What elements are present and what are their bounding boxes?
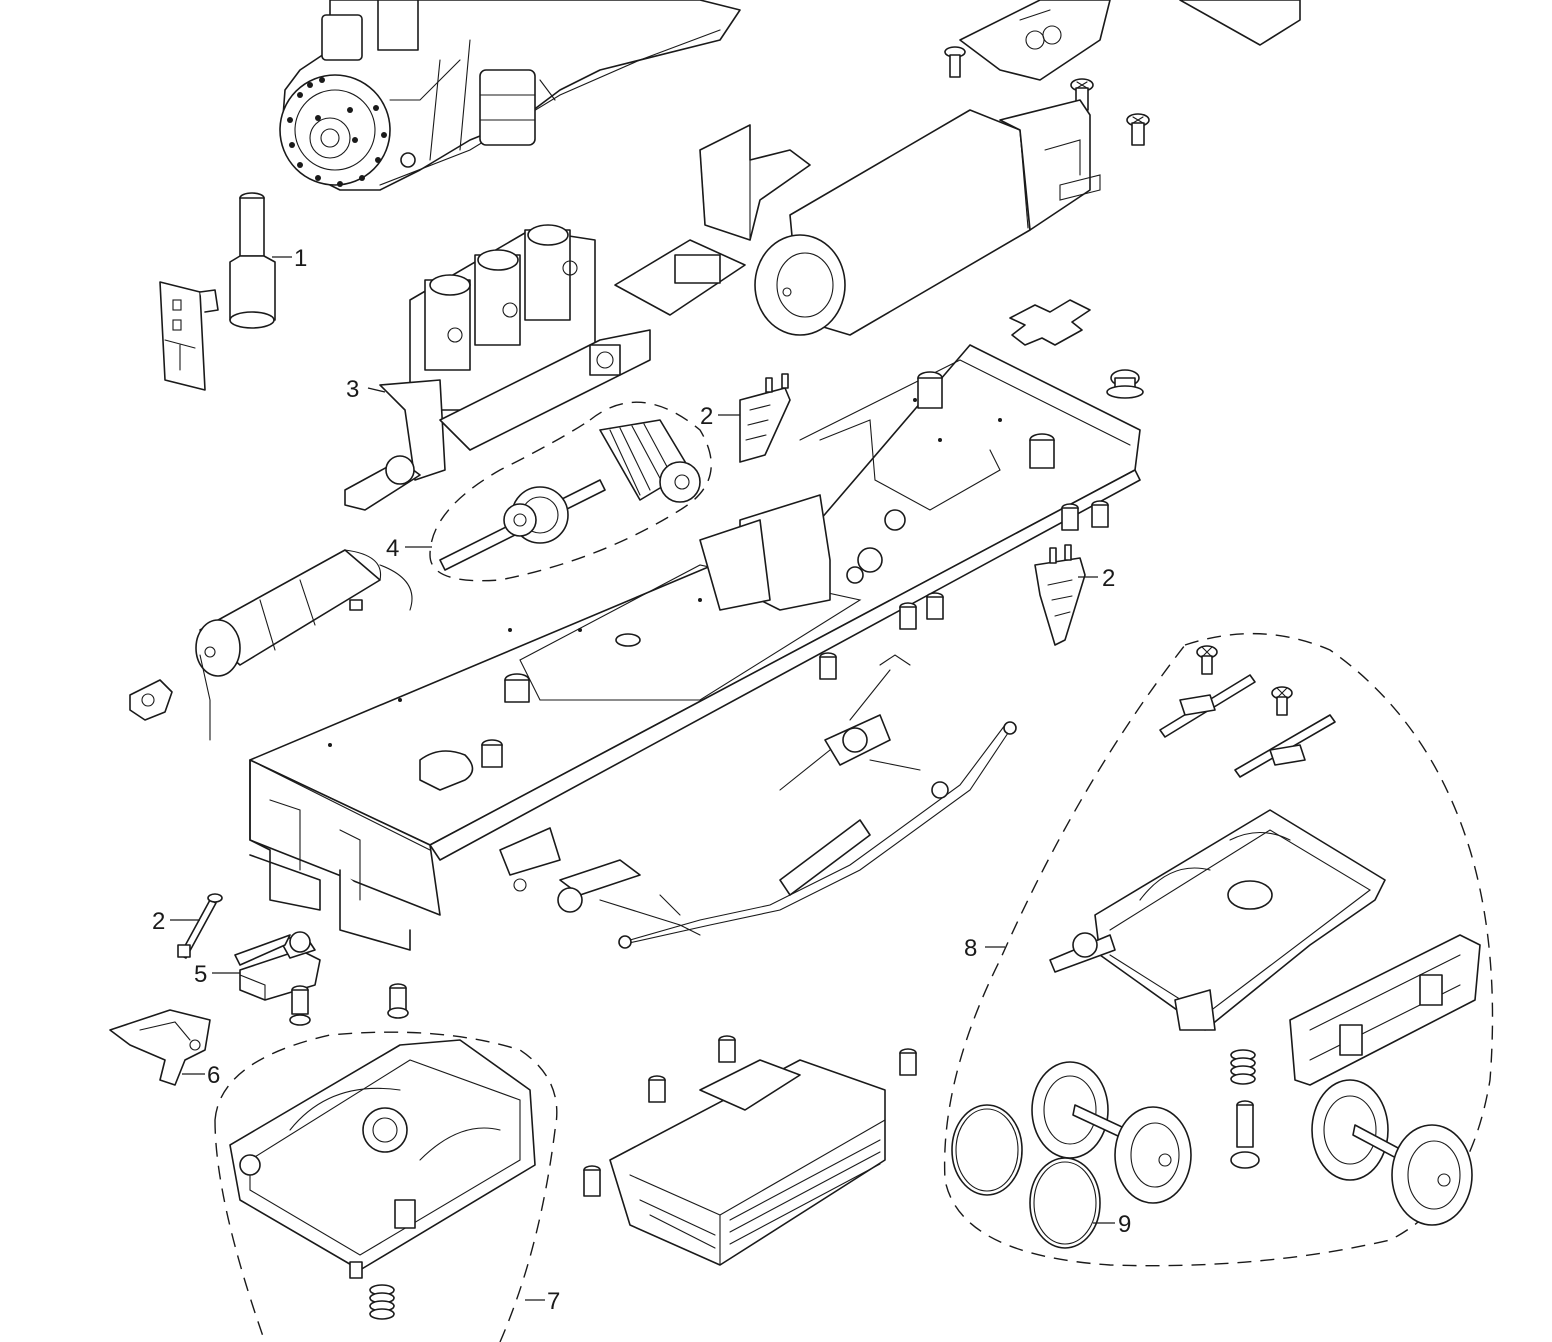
part-9-tyre-rings	[951, 1104, 1101, 1249]
part-6-coupler-hook	[109, 1009, 211, 1086]
callout-9: 9	[1118, 1211, 1131, 1238]
top-cover-plate	[959, 0, 1111, 81]
post-b	[1091, 500, 1109, 528]
callout-labels: 1 2 2 2 3 4 5 6 7 8 9	[152, 245, 1131, 1315]
part-1-clip-bracket	[159, 281, 219, 391]
post-e	[819, 652, 837, 680]
bogie-spring-front	[369, 1284, 395, 1320]
air-tank	[195, 549, 413, 741]
spur-gear-shaft	[439, 479, 606, 571]
boiler-smokebox-assembly	[279, 0, 741, 191]
part-2-pin	[177, 893, 223, 959]
post-a	[1061, 503, 1079, 531]
callout-2-upper: 2	[700, 403, 713, 430]
truck-spring	[1230, 1049, 1256, 1085]
top-right-plate	[1179, 0, 1301, 46]
wheelset-right	[1311, 1079, 1473, 1226]
part-2-bracket-upper	[739, 373, 791, 463]
post-k	[583, 1165, 601, 1197]
motor-bracket	[699, 124, 811, 241]
part-4-gear-group	[429, 401, 712, 582]
brake-rigging	[499, 654, 1017, 949]
mounting-posts	[819, 500, 1109, 680]
small-post-right	[1106, 369, 1144, 399]
main-chassis-frame	[249, 344, 1141, 951]
part-7-bogie-group	[214, 1031, 558, 1342]
post-j	[899, 1048, 917, 1076]
wheelset-left	[1031, 1061, 1192, 1204]
post-d	[926, 592, 944, 620]
post-c	[899, 602, 917, 630]
part-1-post	[229, 192, 276, 329]
part-3-cylinder-assembly	[344, 224, 651, 511]
callout-4: 4	[386, 535, 399, 562]
screw-top-3	[1126, 113, 1150, 146]
screw-top-1	[944, 46, 966, 78]
callout-2-right: 2	[1102, 565, 1115, 592]
part-8-truck-group	[943, 632, 1494, 1267]
post-g	[387, 983, 409, 1019]
post-h	[718, 1035, 736, 1063]
leader-lines	[170, 256, 1115, 1301]
truck-frame	[1049, 809, 1386, 1031]
circuit-plate	[614, 239, 746, 316]
callout-1: 1	[294, 245, 307, 272]
callout-6: 6	[207, 1062, 220, 1089]
post-f	[289, 985, 311, 1026]
truck-screws-and-links	[1159, 645, 1336, 778]
cross-plate	[1009, 299, 1091, 346]
small-valve	[129, 679, 173, 721]
bogie-frame	[229, 1039, 536, 1279]
motor-assembly	[754, 99, 1101, 336]
worm-gear	[599, 419, 701, 503]
callout-2-left: 2	[152, 908, 165, 935]
callout-3: 3	[346, 376, 359, 403]
post-i	[648, 1075, 666, 1103]
truck-pivot-pin	[1230, 1100, 1260, 1169]
callout-8: 8	[964, 935, 977, 962]
part-2-bracket-right	[1034, 544, 1086, 646]
ballast-block	[609, 1059, 886, 1266]
callout-7: 7	[547, 1288, 560, 1315]
truck-sideframe	[1289, 934, 1481, 1086]
callout-5: 5	[194, 961, 207, 988]
